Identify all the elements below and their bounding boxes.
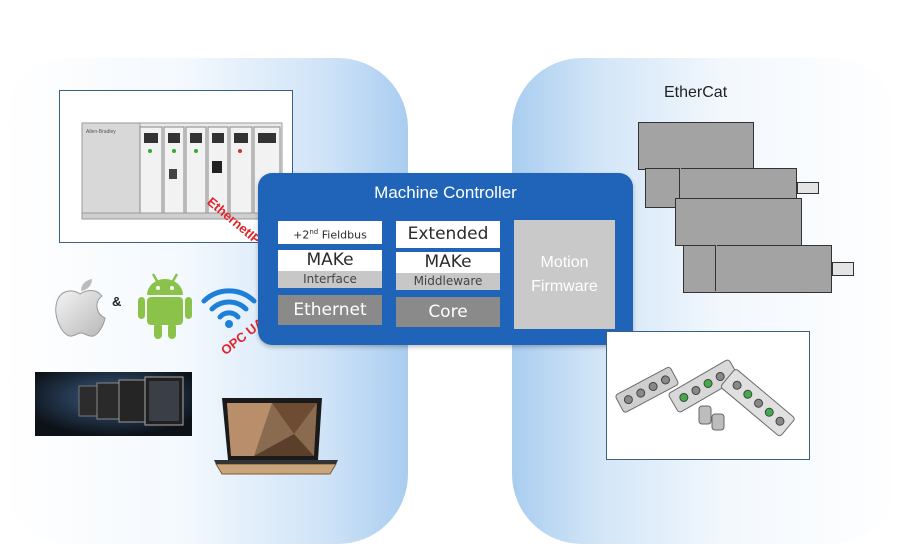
core-cell: Core — [396, 297, 500, 327]
servo-drive-icon — [675, 198, 802, 246]
hmi-panels-icon — [35, 372, 192, 436]
plc-brand-text: Allen-Bradley — [86, 129, 116, 135]
motion-line2: Firmware — [531, 277, 598, 295]
servo-shaft — [797, 182, 819, 194]
servo-drive-icon — [715, 245, 717, 291]
servo-drive-icon — [679, 168, 681, 206]
plc-rack-icon: Allen-Bradley — [81, 122, 283, 220]
io-module-icon — [615, 359, 795, 437]
motion-firmware-cell: Motion Firmware — [514, 220, 615, 329]
laptop-icon — [214, 398, 338, 475]
machine-controller-title: Machine Controller — [374, 183, 517, 202]
fieldbus-cell: +2nd Fieldbus — [278, 221, 382, 244]
make-interface-cell: MAKe — [278, 250, 382, 271]
apple-logo-icon — [55, 279, 106, 337]
fieldbus-prefix: +2 — [293, 228, 310, 242]
servo-shaft — [832, 262, 854, 276]
ethernet-cell: Ethernet — [278, 295, 382, 325]
make-middleware-cell: MAKe — [396, 252, 500, 273]
interface-cell: Interface — [278, 271, 382, 288]
motion-line1: Motion — [540, 253, 589, 271]
extended-cell: Extended — [396, 221, 500, 248]
io-modules-frame — [606, 331, 810, 460]
fieldbus-suffix: Fieldbus — [318, 228, 367, 242]
fieldbus-sup: nd — [309, 228, 319, 236]
machine-controller-box: Machine Controller +2nd Fieldbus MAKe In… — [258, 173, 633, 345]
servo-drive-icon — [638, 122, 754, 170]
ethercat-label: EtherCat — [664, 84, 728, 101]
android-robot-icon — [138, 273, 192, 339]
wifi-icon — [201, 288, 257, 328]
plc-image-frame: Allen-Bradley — [59, 90, 293, 243]
hmi-panels-image — [35, 372, 192, 436]
middleware-cell: Middleware — [396, 273, 500, 290]
ampersand-text: & — [112, 294, 122, 309]
servo-drive-icon — [683, 245, 832, 293]
